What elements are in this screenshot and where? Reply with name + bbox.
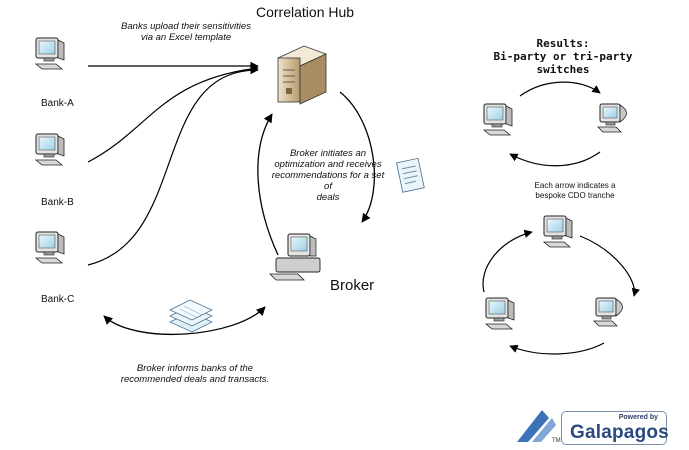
bank-a-computer-icon [35,37,65,70]
hub-title: Correlation Hub [256,4,355,20]
results-title: Results: Bi-party or tri-party switches [493,37,633,76]
upload-note: Banks upload their sensitivities via an … [121,21,251,43]
inform-note: Broker informs banks of the recommended … [120,363,270,385]
arrow-tri-party-left [482,229,533,293]
arrow-bi-party-bottom [509,151,601,167]
optimize-note: Broker initiates an optimization and rec… [271,148,385,203]
documents-stack-icon [169,299,213,333]
arrow-broker-to-hub [257,113,279,256]
bank-c-computer-icon [35,231,65,264]
arrow-tri-party-bottom [509,342,605,355]
party-left-computer-icon [485,297,515,330]
arrow-bi-party-top [519,81,601,97]
party-right-computer-icon [593,297,623,327]
arrow-tri-party-right [579,235,640,297]
bank-a-label: Bank-A [41,98,74,109]
galapagos-logo-icon [517,410,556,442]
powered-by-label: Powered by [618,414,658,421]
party-right-computer-icon [597,103,627,133]
galapagos-logo: Powered by Galapagos [561,411,669,445]
arrow-broker-to-banks [103,306,266,336]
party-left-computer-icon [483,103,513,136]
server-icon [276,45,328,105]
upload-arrows [87,61,259,266]
galapagos-name: Galapagos [570,422,669,443]
bank-c-label: Bank-C [41,294,75,305]
broker-label: Broker [330,277,375,294]
bank-b-computer-icon [35,133,65,166]
trademark-label: TM [552,438,561,444]
results-note: Each arrow indicates a bespoke CDO tranc… [534,181,616,200]
arrow-bank-b-to-hub [87,64,259,163]
broker-computer-icon [269,233,321,281]
bank-b-label: Bank-B [41,197,74,208]
arrow-bank-c-to-hub [87,65,259,266]
bi-party-switch [483,81,627,167]
arrow-hub-to-broker [339,91,375,223]
document-icon [396,157,425,193]
party-top-computer-icon [543,215,573,248]
tri-party-switch [482,215,640,355]
